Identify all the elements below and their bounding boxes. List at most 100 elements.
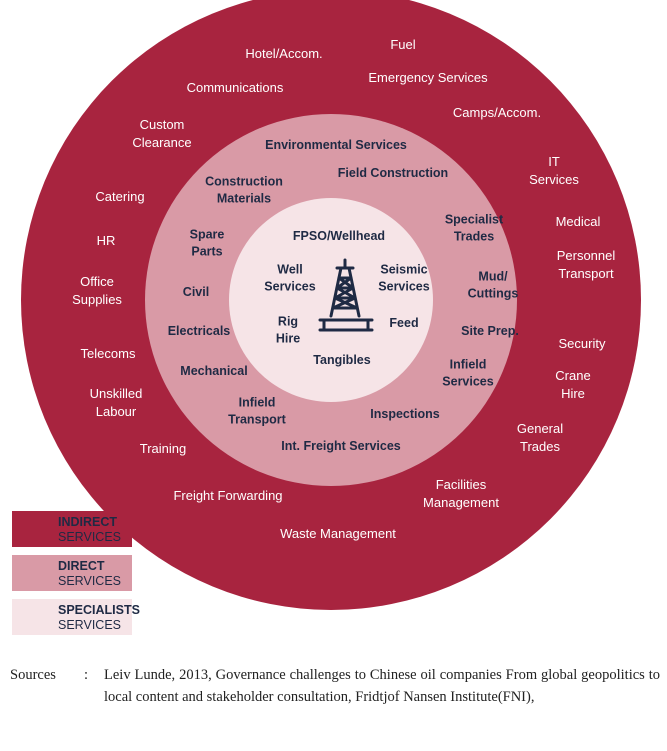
- indirect-label-line: Training: [140, 441, 186, 456]
- indirect-label-line: Waste Management: [280, 526, 396, 541]
- specialists-label-line: Well: [277, 263, 302, 277]
- indirect-label: Fuel: [390, 37, 415, 52]
- legend-sub-direct: SERVICES: [58, 574, 121, 588]
- indirect-label-line: Supplies: [72, 292, 122, 307]
- legend-sub-indirect: SERVICES: [58, 530, 121, 544]
- indirect-label: Freight Forwarding: [173, 488, 282, 503]
- legend-swatch-indirect: [12, 511, 132, 547]
- indirect-label-line: Personnel: [557, 248, 616, 263]
- direct-label: Civil: [183, 285, 209, 299]
- indirect-label: Waste Management: [280, 526, 396, 541]
- indirect-label-line: Hire: [561, 386, 585, 401]
- indirect-label-line: Hotel/Accom.: [245, 46, 322, 61]
- indirect-label-line: Clearance: [132, 135, 191, 150]
- direct-label-line: Materials: [217, 192, 271, 206]
- direct-label: Site Prep.: [461, 324, 519, 338]
- indirect-label-line: Facilities: [436, 477, 487, 492]
- indirect-label-line: Transport: [558, 266, 614, 281]
- direct-label: Int. Freight Services: [281, 439, 401, 453]
- specialists-label-line: Services: [378, 280, 429, 294]
- legend: INDIRECT SERVICES DIRECT SERVICES SPECIA…: [12, 511, 140, 635]
- indirect-label-line: Fuel: [390, 37, 415, 52]
- specialists-label: FPSO/Wellhead: [293, 229, 385, 243]
- indirect-label: Emergency Services: [368, 70, 488, 85]
- direct-label: Electricals: [168, 324, 231, 338]
- specialists-label-line: Seismic: [380, 263, 427, 277]
- direct-label-line: Parts: [191, 245, 222, 259]
- specialists-label-line: FPSO/Wellhead: [293, 229, 385, 243]
- direct-label-line: Specialist: [445, 213, 504, 227]
- specialists-services-ring: [229, 198, 433, 402]
- direct-label: Field Construction: [338, 166, 448, 180]
- indirect-label-line: Camps/Accom.: [453, 105, 541, 120]
- direct-label-line: Civil: [183, 285, 209, 299]
- direct-label-line: Mud/: [478, 270, 508, 284]
- specialists-label: Feed: [389, 316, 418, 330]
- legend-title-direct: DIRECT: [58, 559, 105, 573]
- source-label: Sources: [10, 667, 56, 683]
- legend-swatch-direct: [12, 555, 132, 591]
- indirect-label-line: HR: [97, 233, 116, 248]
- indirect-label: Security: [559, 336, 606, 351]
- indirect-label: Telecoms: [81, 346, 136, 361]
- direct-label-line: Electricals: [168, 324, 231, 338]
- legend-title-specialists: SPECIALISTS: [58, 603, 140, 617]
- direct-label: Environmental Services: [265, 138, 407, 152]
- direct-label-line: Infield: [450, 358, 487, 372]
- direct-label: Mechanical: [180, 364, 247, 378]
- direct-label-line: Site Prep.: [461, 324, 519, 338]
- indirect-label-line: Management: [423, 495, 499, 510]
- indirect-label-line: Office: [80, 274, 114, 289]
- indirect-label-line: Telecoms: [81, 346, 136, 361]
- specialists-label: Tangibles: [313, 353, 370, 367]
- direct-label-line: Int. Freight Services: [281, 439, 401, 453]
- indirect-label-line: Medical: [556, 214, 601, 229]
- legend-swatch-specialists: [12, 599, 132, 635]
- specialists-label-line: Services: [264, 280, 315, 294]
- indirect-label: Camps/Accom.: [453, 105, 541, 120]
- direct-label-line: Transport: [228, 413, 286, 427]
- indirect-label-line: Custom: [140, 117, 185, 132]
- indirect-label: Hotel/Accom.: [245, 46, 322, 61]
- direct-label-line: Infield: [239, 396, 276, 410]
- direct-label-line: Cuttings: [468, 287, 519, 301]
- direct-label-line: Trades: [454, 230, 494, 244]
- indirect-label: Communications: [187, 80, 284, 95]
- specialists-label-line: Hire: [276, 332, 300, 346]
- direct-label-line: Environmental Services: [265, 138, 407, 152]
- direct-label-line: Inspections: [370, 407, 440, 421]
- direct-label-line: Field Construction: [338, 166, 448, 180]
- legend-title-indirect: INDIRECT: [58, 515, 117, 529]
- direct-label-line: Spare: [190, 228, 225, 242]
- legend-sub-specialists: SERVICES: [58, 618, 121, 632]
- specialists-label-line: Feed: [389, 316, 418, 330]
- indirect-label-line: Labour: [96, 404, 137, 419]
- indirect-label-line: Emergency Services: [368, 70, 488, 85]
- specialists-label-line: Rig: [278, 315, 298, 329]
- indirect-label-line: Services: [529, 172, 579, 187]
- indirect-label-line: Crane: [555, 368, 590, 383]
- indirect-label-line: Freight Forwarding: [173, 488, 282, 503]
- indirect-label: HR: [97, 233, 116, 248]
- oil-rig-icon: [318, 258, 374, 332]
- indirect-label-line: General: [517, 421, 563, 436]
- direct-label-line: Mechanical: [180, 364, 247, 378]
